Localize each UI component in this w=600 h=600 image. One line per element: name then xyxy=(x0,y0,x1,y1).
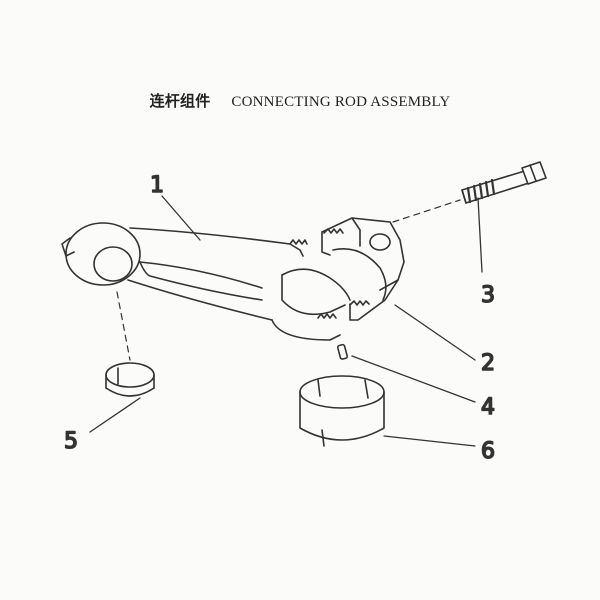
callout-5: 5 xyxy=(64,429,78,454)
callout-4: 4 xyxy=(481,395,495,420)
callout-6: 6 xyxy=(481,439,495,464)
callout-2: 2 xyxy=(481,351,495,376)
rod-bolt xyxy=(392,161,547,223)
diagram-title: 连杆组件 CONNECTING ROD ASSEMBLY xyxy=(0,90,600,111)
title-chinese: 连杆组件 xyxy=(149,92,211,110)
leader-3 xyxy=(477,197,483,273)
leader-1 xyxy=(161,195,201,241)
callout-3: 3 xyxy=(481,283,495,308)
dowel-pin xyxy=(336,343,349,360)
leader-6 xyxy=(383,435,476,447)
small-end-bushing xyxy=(105,362,155,397)
leader-2 xyxy=(394,304,476,361)
title-english: CONNECTING ROD ASSEMBLY xyxy=(231,94,451,110)
leader-5 xyxy=(89,397,141,433)
leader-lines xyxy=(89,195,483,447)
rod-cap xyxy=(321,217,405,321)
leader-4 xyxy=(351,355,476,403)
connecting-rod xyxy=(61,222,351,361)
callout-1: 1 xyxy=(150,173,164,198)
big-end-bearing xyxy=(299,375,385,447)
